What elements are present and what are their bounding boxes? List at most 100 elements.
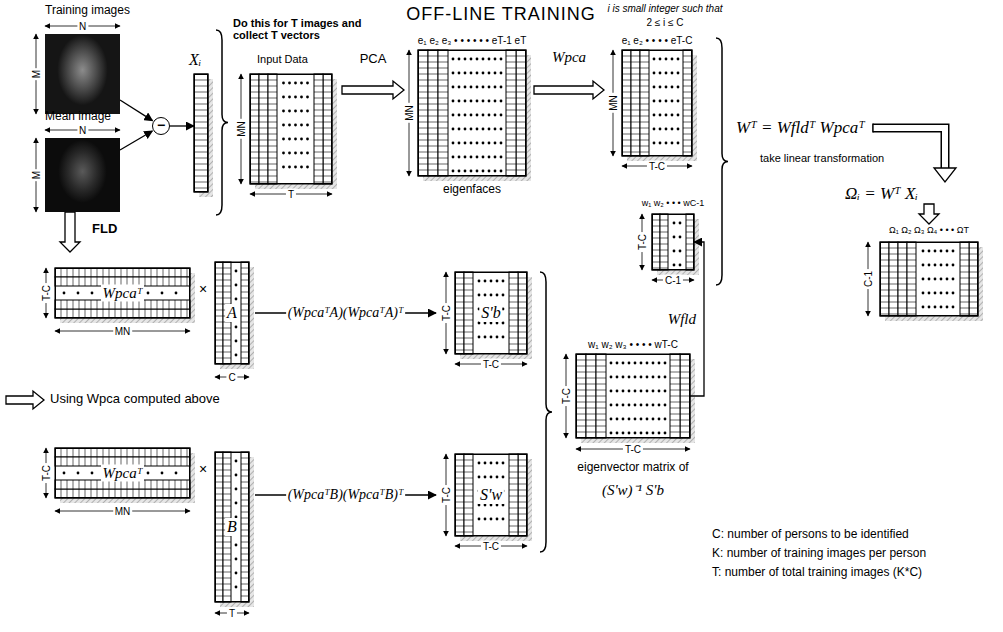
matrix-cell (438, 68, 448, 69)
ellipsis-dot (677, 100, 680, 103)
matrix-cell (223, 274, 231, 275)
matrix-cell (241, 476, 249, 477)
edge-label: (WpcaᵀB)(WpcaᵀB)ᵀ (286, 487, 406, 503)
matrix-cell (187, 309, 188, 318)
matrix-cell (241, 578, 249, 579)
matrix-cell (85, 480, 86, 489)
matrix-cell (215, 340, 223, 341)
matrix-column (241, 452, 249, 602)
matrix-cell (145, 489, 146, 498)
matrix-cell (680, 396, 690, 397)
matrix-cell (223, 464, 231, 465)
matrix-cell (67, 277, 68, 286)
matrix-cell (586, 384, 596, 385)
dimension-label: T-C (561, 386, 572, 406)
ellipsis-dot (634, 404, 637, 407)
matrix-cell (194, 182, 208, 183)
matrix-cell (464, 490, 473, 491)
matrix-cell (97, 300, 98, 309)
ellipsis-dot (161, 292, 164, 295)
ellipsis-dot (496, 462, 499, 465)
matrix-cell (181, 457, 182, 466)
matrix-cell (889, 308, 898, 309)
matrix-cell (250, 134, 259, 135)
matrix-cell (241, 304, 249, 305)
ellipsis-dot (500, 86, 503, 89)
ellipsis-dot (300, 82, 303, 85)
matrix-cell (509, 302, 518, 303)
matrix-cell (73, 480, 74, 489)
matrix-cell (518, 460, 527, 461)
matrix-cell (194, 134, 208, 135)
dimension-label: N (77, 125, 88, 136)
dimension-label: M (31, 68, 42, 80)
ellipsis-dot (288, 152, 291, 155)
matrix-cell (215, 566, 223, 567)
matrix-cell (518, 314, 527, 315)
matrix-cell (506, 146, 516, 147)
matrix-cell (670, 378, 680, 379)
matrix-cell (323, 176, 332, 177)
matrix-cell (418, 74, 428, 75)
matrix-cell (509, 350, 518, 351)
ellipsis-dot (634, 418, 637, 421)
ellipsis-dot (476, 72, 479, 75)
matrix-column (586, 354, 596, 438)
matrix-cell (680, 420, 690, 421)
ellipsis-dot (677, 58, 680, 61)
ellipsis-dot (458, 72, 461, 75)
ellipsis-dot (500, 114, 503, 117)
matrix-cell (670, 390, 680, 391)
matrix-cell (576, 366, 586, 367)
ellipsis-dot (490, 476, 493, 479)
ellipsis-dot (653, 72, 656, 75)
ellipsis-dot (653, 114, 656, 117)
matrix-cell (223, 286, 231, 287)
matrix-cell (683, 68, 692, 69)
matrix-cell (622, 116, 631, 117)
dimension-label: T-C (481, 541, 501, 552)
matrix-cell (898, 248, 907, 249)
matrix-cell (464, 478, 473, 479)
matrix-cell (596, 360, 606, 361)
matrix-cell (438, 74, 448, 75)
curly-brace (540, 272, 552, 552)
matrix-cell (683, 62, 692, 63)
matrix-cell (576, 426, 586, 427)
matrix-cell (898, 302, 907, 303)
matrix-cell (169, 448, 170, 457)
ellipsis-dot (482, 128, 485, 131)
ellipsis-dot (235, 298, 238, 301)
matrix-cell (175, 480, 176, 489)
matrix-cell (907, 308, 916, 309)
definition-text: T: number of total training images (K*C) (712, 566, 922, 579)
matrix-cell (898, 260, 907, 261)
ellipsis-dot (484, 322, 487, 325)
ellipsis-dot (175, 472, 178, 475)
matrix-cell (314, 92, 323, 93)
matrix-cell (518, 520, 527, 521)
ellipsis-dot (484, 336, 487, 339)
matrix-cell (91, 489, 92, 498)
ellipsis-dot (664, 390, 667, 393)
matrix-cell (223, 500, 231, 501)
ellipsis-dot (496, 280, 499, 283)
matrix-cell (223, 554, 231, 555)
matrix-cell (969, 296, 978, 297)
matrix-column (960, 242, 969, 316)
matrix-cell (640, 116, 649, 117)
dimension-label: MN (404, 103, 415, 123)
ellipsis-dot (640, 376, 643, 379)
matrix-cell (438, 86, 448, 87)
matrix-cell (969, 260, 978, 261)
matrix-cell (268, 122, 277, 123)
matrix-cell (163, 457, 164, 466)
ellipsis-dot (494, 114, 497, 117)
matrix-cell (418, 170, 428, 171)
ellipsis-dot (628, 362, 631, 365)
matrix-cell (215, 346, 223, 347)
matrix-cell (241, 554, 249, 555)
matrix-cell (518, 332, 527, 333)
matrix-cell (79, 480, 80, 489)
ellipsis-dot (671, 142, 674, 145)
